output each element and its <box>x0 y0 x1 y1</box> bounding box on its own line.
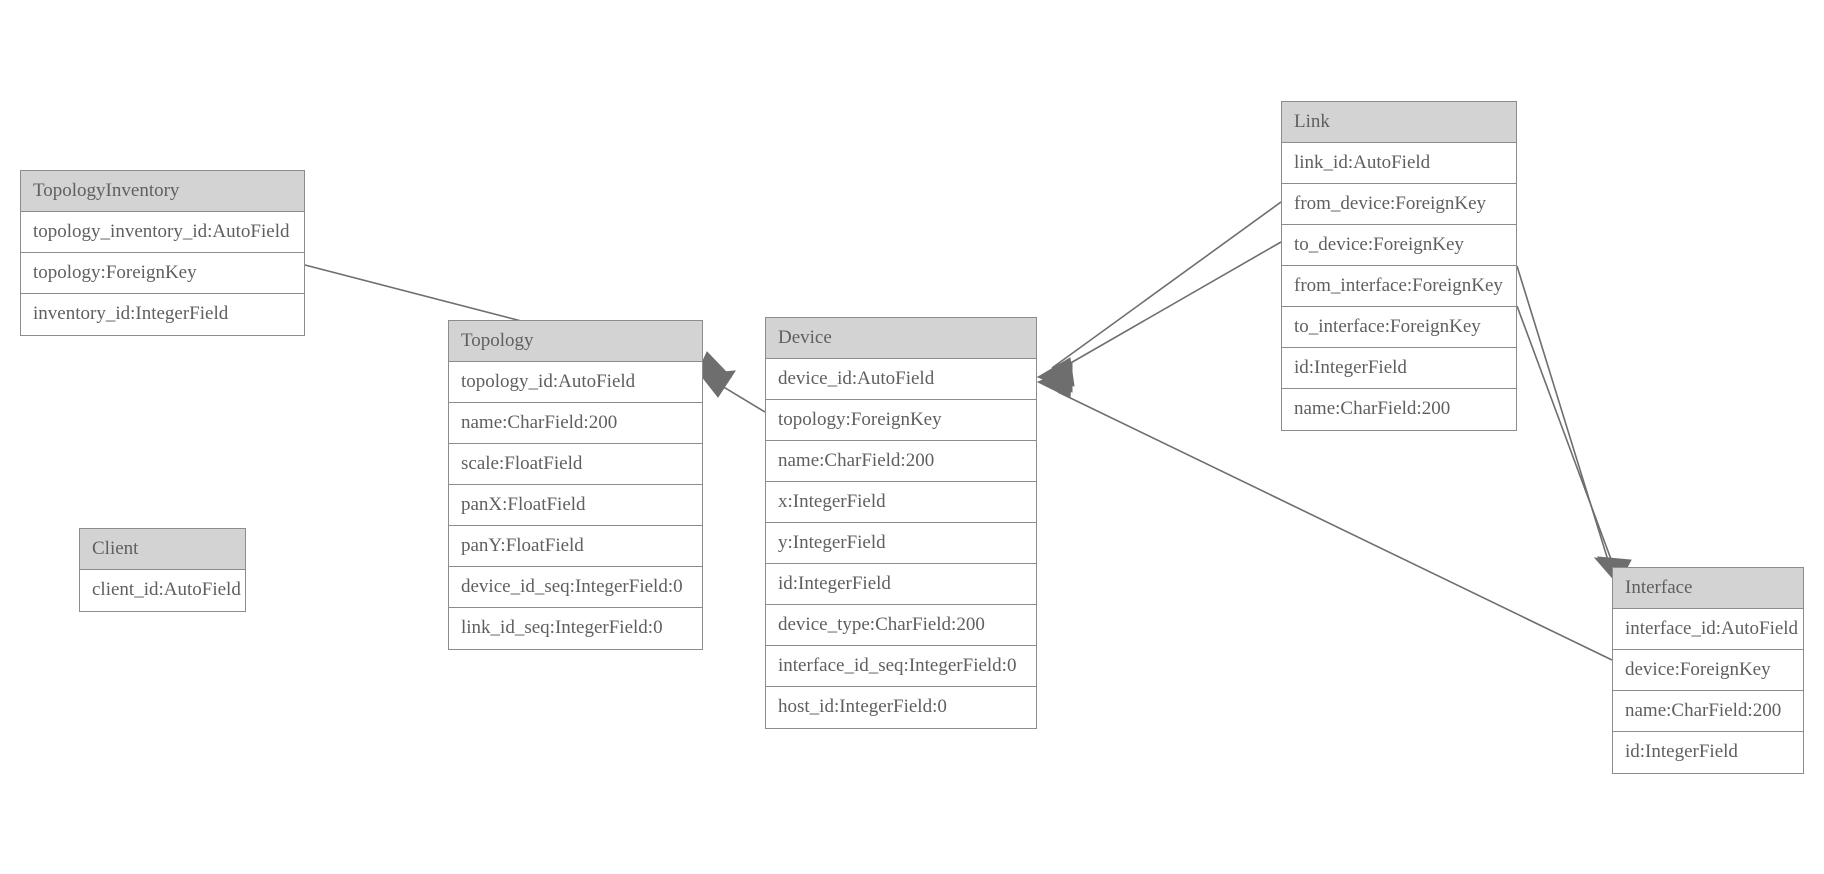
relation-link-from-device <box>1036 201 1282 387</box>
entity-title: Device <box>766 318 1036 359</box>
entity-field: client_id:AutoField <box>80 570 245 611</box>
entity-topology[interactable]: Topology topology_id:AutoField name:Char… <box>448 320 703 650</box>
entity-field: name:CharField:200 <box>1282 389 1516 430</box>
entity-field: from_interface:ForeignKey <box>1282 266 1516 307</box>
entity-field: inventory_id:IntegerField <box>21 294 304 335</box>
entity-title: Interface <box>1613 568 1803 609</box>
entity-field: name:CharField:200 <box>449 403 702 444</box>
entity-field: topology:ForeignKey <box>21 253 304 294</box>
entity-link[interactable]: Link link_id:AutoField from_device:Forei… <box>1281 101 1517 431</box>
entity-field: device_type:CharField:200 <box>766 605 1036 646</box>
entity-field: device_id_seq:IntegerField:0 <box>449 567 702 608</box>
entity-title: TopologyInventory <box>21 171 304 212</box>
entity-field: interface_id_seq:IntegerField:0 <box>766 646 1036 687</box>
entity-field: x:IntegerField <box>766 482 1036 523</box>
entity-field: topology:ForeignKey <box>766 400 1036 441</box>
entity-field: name:CharField:200 <box>766 441 1036 482</box>
entity-field: name:CharField:200 <box>1613 691 1803 732</box>
entity-field: to_device:ForeignKey <box>1282 225 1516 266</box>
entity-field: device:ForeignKey <box>1613 650 1803 691</box>
entity-field: from_device:ForeignKey <box>1282 184 1516 225</box>
entity-field: id:IntegerField <box>1613 732 1803 773</box>
entity-device[interactable]: Device device_id:AutoField topology:Fore… <box>765 317 1037 729</box>
entity-field: interface_id:AutoField <box>1613 609 1803 650</box>
entity-field: topology_inventory_id:AutoField <box>21 212 304 253</box>
entity-field: to_interface:ForeignKey <box>1282 307 1516 348</box>
entity-field: link_id:AutoField <box>1282 143 1516 184</box>
relation-link-to-interface <box>1516 305 1632 583</box>
entity-title: Link <box>1282 102 1516 143</box>
entity-field: y:IntegerField <box>766 523 1036 564</box>
relation-link-to-device <box>1036 241 1282 393</box>
relation-link-from-interface <box>1516 265 1629 583</box>
entity-field: id:IntegerField <box>766 564 1036 605</box>
entity-field: link_id_seq:IntegerField:0 <box>449 608 702 649</box>
entity-client[interactable]: Client client_id:AutoField <box>79 528 246 612</box>
entity-topology-inventory[interactable]: TopologyInventory topology_inventory_id:… <box>20 170 305 336</box>
entity-field: scale:FloatField <box>449 444 702 485</box>
entity-field: id:IntegerField <box>1282 348 1516 389</box>
entity-field: panY:FloatField <box>449 526 702 567</box>
entity-title: Client <box>80 529 245 570</box>
entity-field: device_id:AutoField <box>766 359 1036 400</box>
entity-field: host_id:IntegerField:0 <box>766 687 1036 728</box>
relation-device-topology <box>699 370 766 413</box>
entity-field: topology_id:AutoField <box>449 362 702 403</box>
entity-field: panX:FloatField <box>449 485 702 526</box>
entity-title: Topology <box>449 321 702 362</box>
entity-interface[interactable]: Interface interface_id:AutoField device:… <box>1612 567 1804 774</box>
